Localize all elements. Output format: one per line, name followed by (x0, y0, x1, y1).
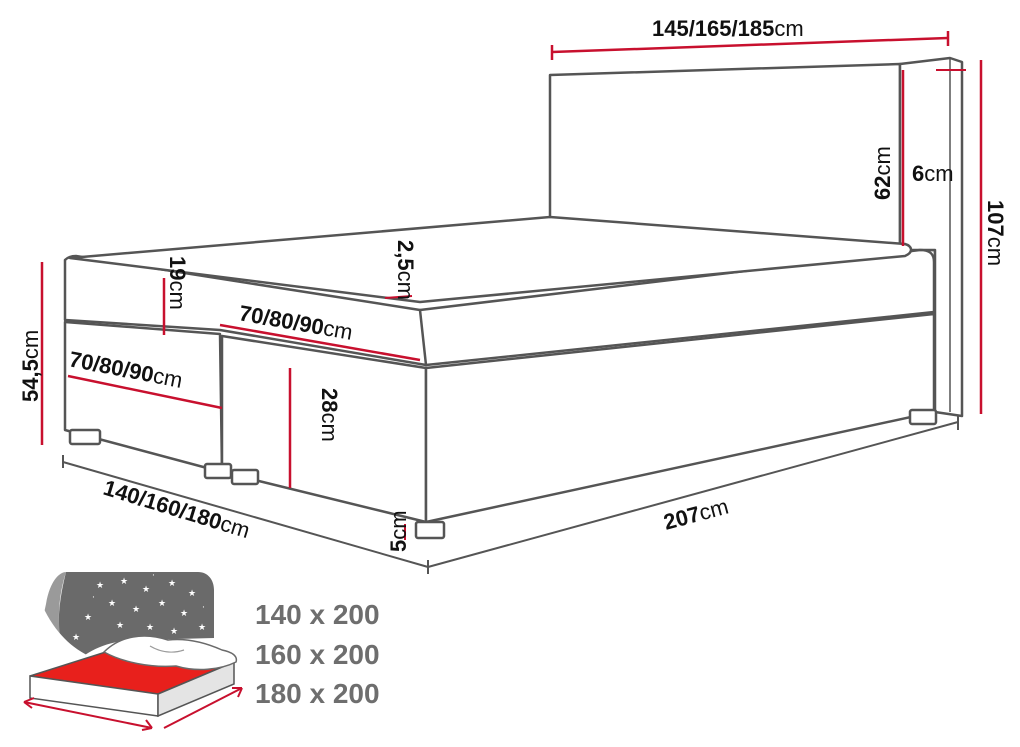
size-option: 180 x 200 (255, 678, 380, 709)
leg (908, 408, 938, 426)
topper (68, 215, 913, 304)
dim-drawer-height: 28cm (317, 388, 342, 442)
svg-text:★: ★ (108, 599, 116, 609)
svg-text:★: ★ (116, 621, 124, 631)
svg-text:★: ★ (168, 579, 176, 589)
mattress-side (157, 660, 235, 718)
dimension-lines (40, 31, 983, 540)
width-arrow-icon (23, 701, 153, 729)
dim-top-box-height: 19cm (165, 256, 190, 310)
length-arrow-icon (163, 687, 243, 729)
size-list: 140 x 200 160 x 200 180 x 200 (255, 599, 380, 709)
dim-topper-height: 2,5cm (393, 240, 418, 300)
dim-total-height: 107cm (983, 200, 1008, 266)
dim-headboard-height: 62cm (870, 146, 895, 200)
svg-text:★: ★ (198, 623, 206, 633)
svg-text:★: ★ (132, 605, 140, 615)
dim-headboard-depth: 6cm (912, 161, 954, 186)
svg-text:★: ★ (180, 609, 188, 619)
svg-text:·: · (92, 593, 95, 603)
svg-text:★: ★ (142, 585, 150, 595)
leg (230, 468, 260, 486)
floor-lines (62, 415, 959, 574)
top-box-side (418, 248, 936, 367)
leg (203, 462, 233, 480)
svg-text:★: ★ (120, 577, 128, 587)
leg (68, 428, 102, 446)
svg-text:★: ★ (96, 581, 104, 591)
dim-bed-height: 54,5cm (18, 330, 43, 402)
bed-outline (63, 56, 964, 540)
dim-leg-height: 5cm (386, 510, 411, 552)
lower-box-left (63, 320, 224, 474)
size-icon: ★★★ ★★★ ★★★ ★★★ ★★★ ··· (23, 571, 243, 731)
stars-icon: ★★★ ★★★ ★★★ ★★★ ★★★ ··· (72, 571, 206, 643)
size-option: 160 x 200 (255, 639, 380, 670)
svg-text:·: · (152, 571, 155, 581)
leg (414, 520, 446, 540)
svg-text:★: ★ (72, 633, 80, 643)
dim-bed-width: 140/160/180cm (101, 475, 253, 543)
svg-text:★: ★ (170, 627, 178, 637)
svg-text:★: ★ (158, 599, 166, 609)
svg-text:★: ★ (146, 623, 154, 633)
night-sky-icon (58, 572, 214, 668)
svg-text:★: ★ (84, 613, 92, 623)
svg-text:·: · (202, 603, 205, 613)
svg-text:★: ★ (188, 589, 196, 599)
size-option: 140 x 200 (255, 599, 380, 630)
dim-headboard-width: 145/165/185cm (652, 16, 804, 41)
